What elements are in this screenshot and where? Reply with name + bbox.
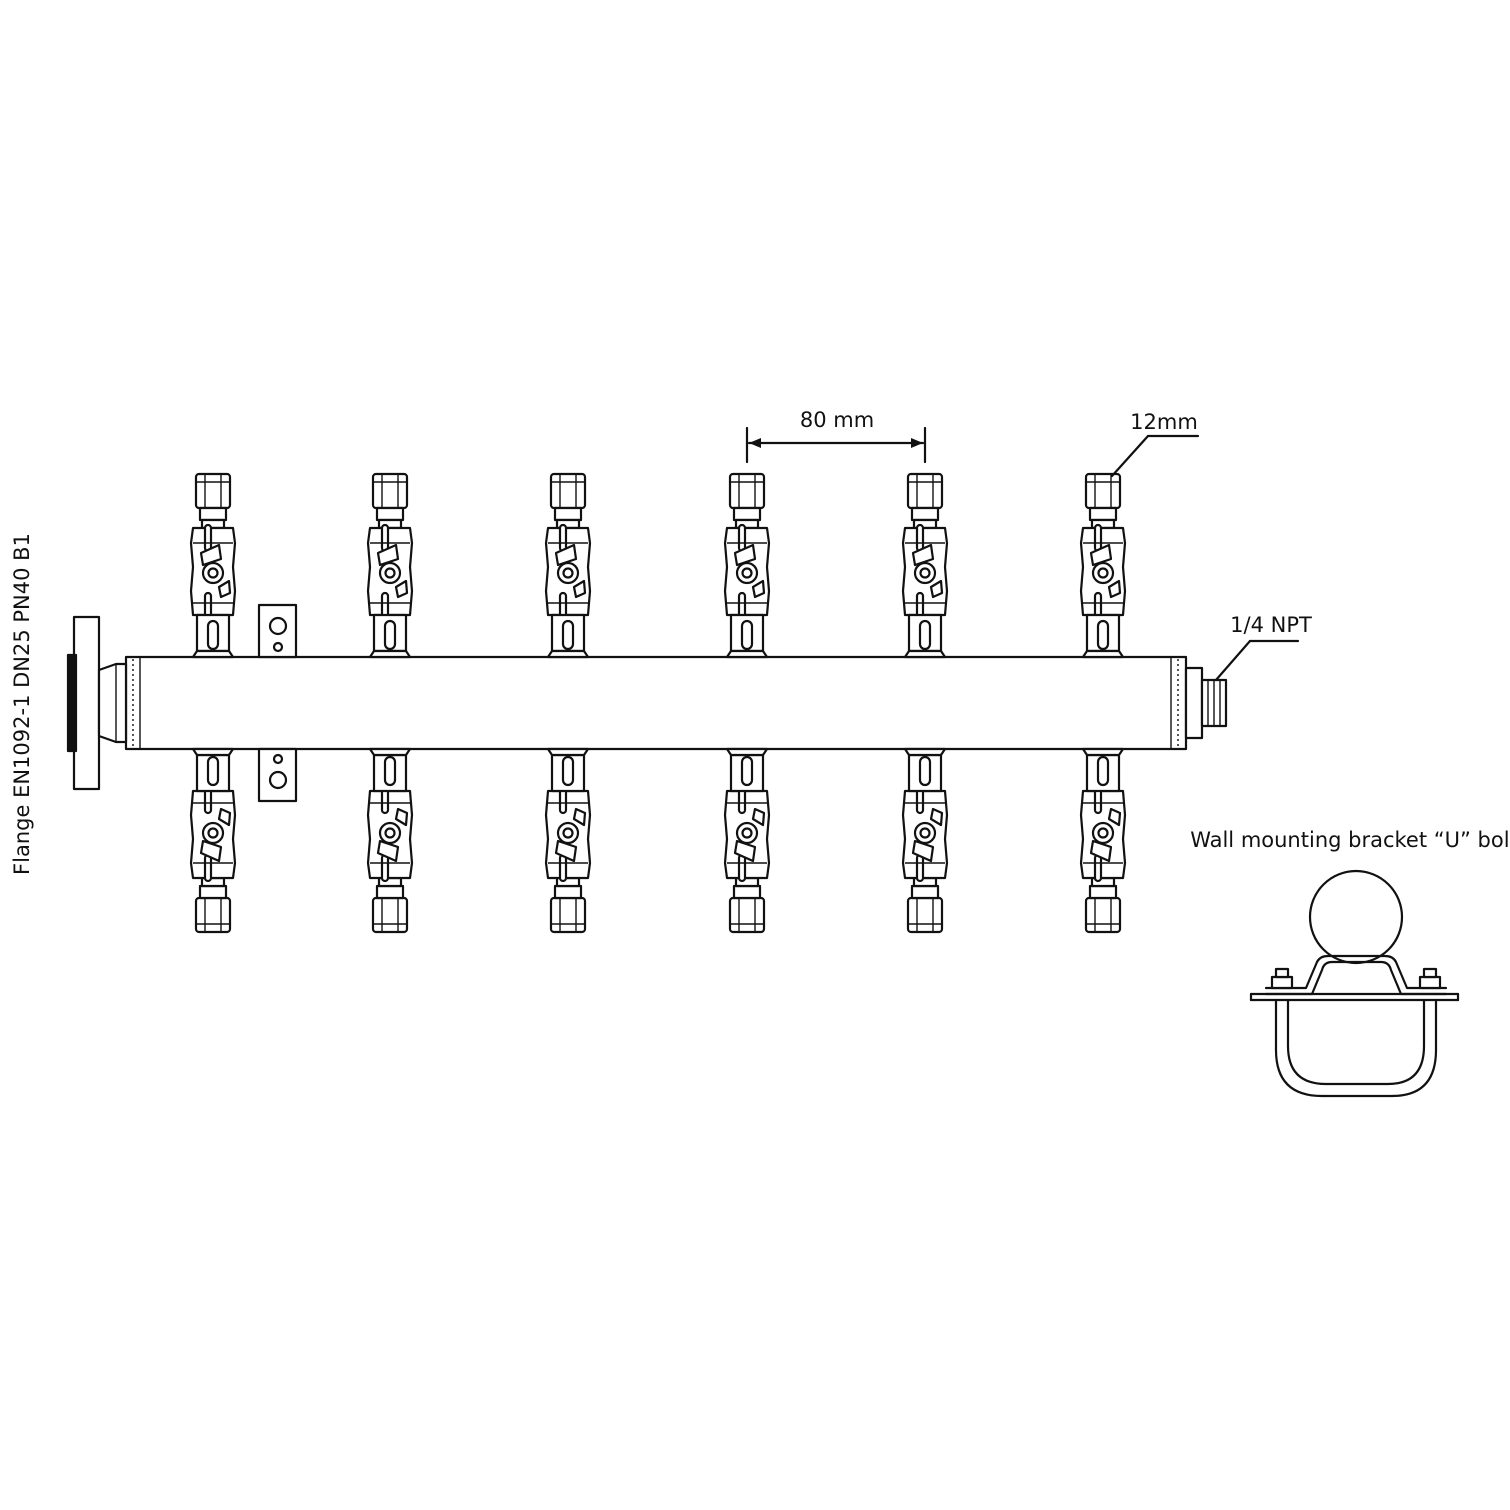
bracket-label: Wall mounting bracket “U” bolt (1190, 828, 1510, 852)
mounting-plate-bottom (257, 747, 298, 803)
valve-bottom-1 (189, 747, 237, 934)
valve-top-5 (901, 472, 949, 659)
npt-fitting (1184, 666, 1228, 740)
valve-bottom-2 (366, 747, 414, 934)
valve-top-6 (1079, 472, 1127, 659)
u-bolt-bracket (1249, 869, 1460, 1098)
valve-top-1 (189, 472, 237, 659)
tube-size-leader (1110, 434, 1200, 478)
spacing-label: 80 mm (800, 408, 874, 432)
spacing-dimension (745, 426, 927, 464)
valve-bottom-3 (544, 747, 592, 934)
valve-top-3 (544, 472, 592, 659)
header-bar (124, 655, 1188, 751)
valve-bottom-4 (723, 747, 771, 934)
valve-bottom-5 (901, 747, 949, 934)
npt-label: 1/4 NPT (1230, 613, 1312, 637)
valve-bottom-6 (1079, 747, 1127, 934)
tube-size-label: 12mm (1130, 410, 1198, 434)
flange (66, 615, 128, 791)
valve-top-4 (723, 472, 771, 659)
valve-top-2 (366, 472, 414, 659)
npt-leader (1214, 639, 1300, 682)
flange-label: Flange EN1092-1 DN25 PN40 B1 (10, 533, 34, 875)
mounting-plate-top (257, 603, 298, 659)
